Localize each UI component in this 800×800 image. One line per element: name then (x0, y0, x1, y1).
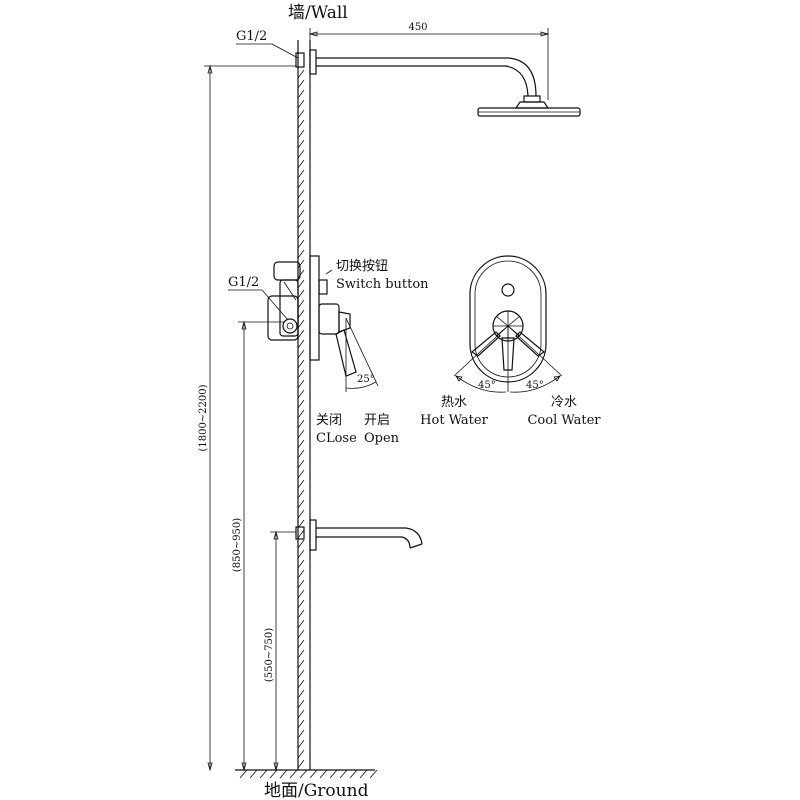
switch-en-label: Switch button (336, 277, 429, 292)
cold-cn-label: 冷水 (551, 395, 577, 410)
cold-angle-label: 45° (526, 380, 544, 391)
valve-height-label: (850~950) (232, 518, 243, 572)
switch-cn-label: 切换按钮 (336, 259, 388, 274)
valve-height-dimension: (850~950) (232, 320, 284, 772)
hot-cn-label: 热水 (441, 395, 467, 410)
g-mid-label: G1/2 (228, 275, 259, 290)
shower-head (477, 101, 581, 117)
g-mid-callout: G1/2 (228, 275, 289, 321)
g-top-label: G1/2 (236, 29, 267, 44)
spout-height-label: (550~750) (264, 628, 275, 682)
ground-line (235, 769, 378, 779)
shower-arm (295, 49, 541, 103)
wall (297, 40, 311, 770)
lever-angle: 25° (345, 317, 379, 392)
arm-dimension: 450 (308, 22, 550, 100)
tub-spout (295, 519, 423, 551)
total-height-dimension: (1800~2200) (198, 64, 296, 772)
close-open-labels: 关闭 开启 CLose Open (316, 413, 400, 446)
spout-height-dimension: (550~750) (264, 530, 296, 772)
hot-angle-label: 45° (478, 380, 496, 391)
g-top-callout: G1/2 (236, 29, 299, 59)
wall-title: 墙/Wall (288, 3, 348, 23)
arm-length-label: 450 (408, 22, 427, 33)
ground-title: 地面/Ground (264, 781, 369, 800)
cold-en-label: Cool Water (527, 413, 601, 428)
switch-callout: 切换按钮 Switch button (325, 259, 429, 292)
open-cn-label: 开启 (364, 413, 390, 428)
total-height-label: (1800~2200) (198, 384, 209, 451)
close-en-label: CLose (316, 431, 357, 446)
mixing-valve-side (267, 255, 357, 377)
hot-en-label: Hot Water (420, 413, 488, 428)
hot-cold-labels: 热水 Hot Water 冷水 Cool Water (420, 395, 601, 428)
temperature-angles: 45° 45° (453, 325, 563, 393)
lever-angle-label: 25° (357, 374, 375, 385)
open-en-label: Open (364, 431, 400, 446)
close-cn-label: 关闭 (316, 413, 342, 428)
